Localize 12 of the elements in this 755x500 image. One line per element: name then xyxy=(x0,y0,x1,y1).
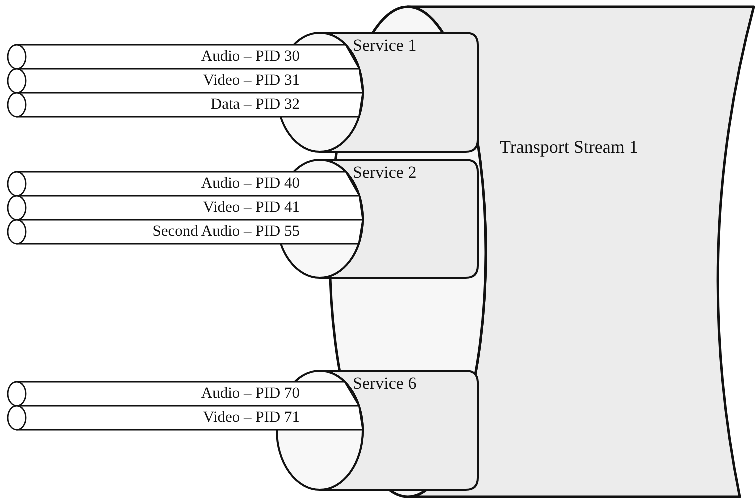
service-label: Service 6 xyxy=(353,375,417,392)
pid-label: Video – PID 71 xyxy=(203,410,300,426)
stream-label: Transport Stream 1 xyxy=(500,138,638,156)
service-label: Service 2 xyxy=(353,164,417,181)
pid-label: Audio – PID 30 xyxy=(201,49,300,64)
pid-label: Second Audio – PID 55 xyxy=(152,224,300,240)
pid-label: Audio – PID 70 xyxy=(201,386,300,402)
pid-label: Video – PID 41 xyxy=(203,200,300,216)
pid-label: Video – PID 31 xyxy=(203,73,300,88)
pid-label: Data – PID 32 xyxy=(210,97,300,112)
service-label: Service 1 xyxy=(353,37,417,54)
pid-label: Audio – PID 40 xyxy=(201,176,300,192)
